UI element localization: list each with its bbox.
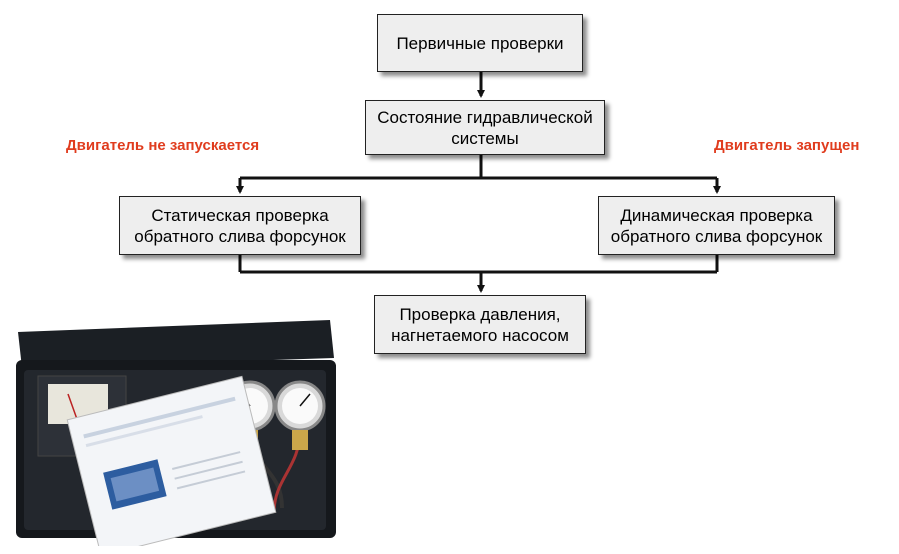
node-hydraulic-state-text: Состояние гидравлической системы — [377, 107, 593, 148]
node-primary-checks-text: Первичные проверки — [396, 33, 564, 53]
users-manual-booklet — [66, 375, 277, 546]
case-lid — [18, 320, 334, 368]
node-dynamic-check: Динамическая проверка обратного слива фо… — [598, 196, 835, 255]
node-dynamic-check-text: Динамическая проверка обратного слива фо… — [610, 205, 823, 246]
node-pump-pressure: Проверка давления, нагнетаемого насосом — [374, 295, 586, 354]
node-static-check-text: Статическая проверка обратного слива фор… — [134, 205, 346, 246]
pressure-gauge-right — [274, 380, 326, 432]
node-hydraulic-state: Состояние гидравлической системы — [365, 100, 605, 155]
label-engine-running: Двигатель запущен — [714, 137, 860, 154]
node-primary-checks: Первичные проверки — [377, 14, 583, 72]
tester-kit-photo — [16, 320, 336, 546]
node-pump-pressure-text: Проверка давления, нагнетаемого насосом — [391, 304, 569, 345]
node-static-check: Статическая проверка обратного слива фор… — [119, 196, 361, 255]
label-engine-not-starting: Двигатель не запускается — [66, 137, 260, 154]
